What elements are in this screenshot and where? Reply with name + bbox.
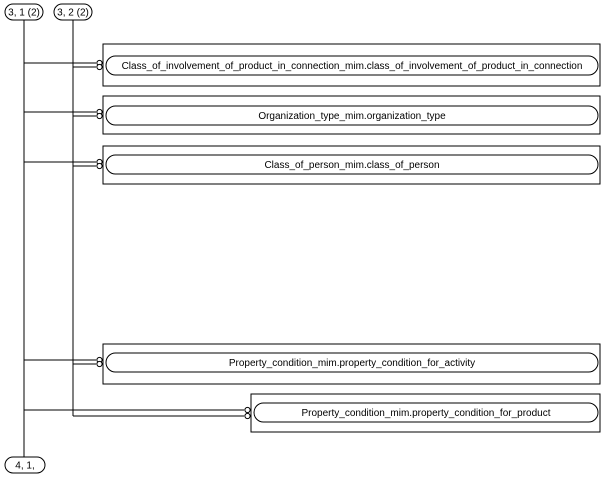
entity-property-condition-for-product-label: Property_condition_mim.property_conditio… [301,408,550,419]
entity-property-condition-for-activity-label: Property_condition_mim.property_conditio… [229,358,475,369]
page-ref-4-1[interactable]: 4, 1, [4,456,46,474]
entity-organization-type[interactable]: Organization_type_mim.organization_type [102,95,601,135]
entity-organization-type-label: Organization_type_mim.organization_type [258,111,446,122]
entity-property-condition-for-activity[interactable]: Property_condition_mim.property_conditio… [102,343,601,385]
connector-property-condition-for-product [24,406,251,420]
entity-class-of-involvement-label: Class_of_involvement_of_product_in_conne… [122,61,583,72]
connector-organization-type [24,108,103,120]
connector-class-of-person [24,158,103,170]
page-ref-4-1-label: 4, 1, [15,461,34,472]
entity-class-of-person-label: Class_of_person_mim.class_of_person [264,160,439,171]
page-ref-3-2-label: 3, 2 (2) [57,8,89,19]
page-ref-3-2[interactable]: 3, 2 (2) [53,3,93,21]
connector-class-of-involvement [24,59,103,71]
page-ref-3-1-label: 3, 1 (2) [8,8,40,19]
page-ref-3-1[interactable]: 3, 1 (2) [4,3,44,21]
entity-class-of-involvement[interactable]: Class_of_involvement_of_product_in_conne… [102,43,601,87]
entity-class-of-person[interactable]: Class_of_person_mim.class_of_person [102,145,601,185]
entity-property-condition-for-product[interactable]: Property_condition_mim.property_conditio… [250,393,601,433]
connector-property-condition-for-activity [24,356,103,368]
